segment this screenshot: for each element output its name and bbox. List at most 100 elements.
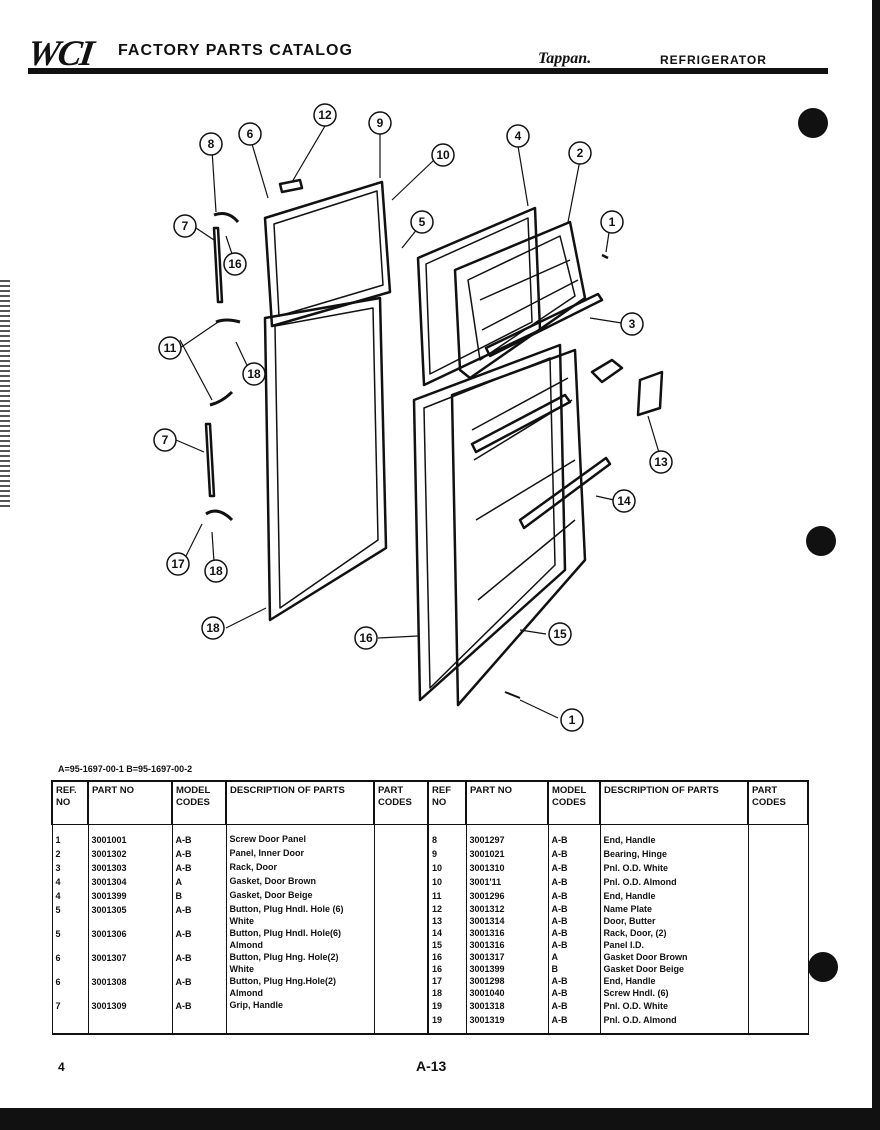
brand-logo: Tappan. xyxy=(538,50,592,67)
left-part-no: 3001304 xyxy=(87,875,173,889)
left-ref-no: 2 xyxy=(51,847,89,861)
cell-line: 3001312 xyxy=(469,904,505,914)
description-line-2: White xyxy=(229,964,255,974)
callout-15 xyxy=(548,622,572,646)
description-line-2: Almond xyxy=(229,988,264,998)
cell-line: 16 xyxy=(432,952,443,962)
page-code: A-13 xyxy=(416,1058,447,1074)
left-part-code xyxy=(373,903,429,927)
freezer-outer-panel xyxy=(263,180,392,328)
cell-line: 3001314 xyxy=(469,916,505,926)
left-ref-no: 6 xyxy=(51,975,89,999)
right-ref-no: 19 xyxy=(427,1013,467,1035)
punch-hole xyxy=(808,952,838,982)
left-ref-no: 1 xyxy=(51,824,89,847)
col-part-no: PART NO xyxy=(87,780,173,825)
callout-label: 15 xyxy=(553,627,567,641)
left-model-code: A-B xyxy=(171,975,227,999)
product-type: REFRIGERATOR xyxy=(660,53,767,67)
callout-label: 12 xyxy=(318,108,332,122)
callout-label: 18 xyxy=(206,621,220,635)
fresh-food-gasket xyxy=(412,343,567,702)
cell-line: 18 xyxy=(432,988,443,998)
left-model-code: A-B xyxy=(171,861,227,875)
callout-label: 16 xyxy=(228,257,242,271)
left-description: Button, Plug Hng. Hole(2)White xyxy=(225,951,375,975)
right-part-code xyxy=(747,903,809,927)
left-part-no: 3001305 xyxy=(87,903,173,927)
left-part-no: 3001302 xyxy=(87,847,173,861)
col-description: DESCRIPTION OF PARTS xyxy=(225,780,375,825)
cell-line: Panel I.D. xyxy=(603,940,645,950)
callout-1-bottom xyxy=(560,708,584,732)
callout-12 xyxy=(313,103,337,127)
left-part-no: 3001309 xyxy=(87,999,173,1013)
callout-label: 7 xyxy=(182,219,189,233)
cell-line: Name Plate xyxy=(603,904,653,914)
callout-6 xyxy=(238,122,262,146)
cell-line: A-B xyxy=(551,928,568,938)
right-part-code xyxy=(747,951,809,975)
left-part-code xyxy=(373,875,429,889)
name-plate xyxy=(278,178,304,194)
right-part-no: 3001021 xyxy=(465,847,549,861)
right-model-code: A-B xyxy=(547,824,601,847)
right-model-code: A-B xyxy=(547,861,601,875)
left-ref-no: 4 xyxy=(51,889,89,903)
description-line: Button, Plug Hng.Hole(2) xyxy=(229,976,336,986)
left-empty-cell xyxy=(171,1013,227,1035)
callout-10 xyxy=(431,143,455,167)
left-part-code xyxy=(373,927,429,951)
callout-5 xyxy=(410,210,434,234)
left-model-code: A-B xyxy=(171,824,227,847)
cell-line: Door, Butter xyxy=(603,916,656,926)
catalog-title: FACTORY PARTS CATALOG xyxy=(118,42,353,59)
callout-16-lower xyxy=(354,626,378,650)
left-model-code: B xyxy=(171,889,227,903)
callout-7-lower xyxy=(153,428,177,452)
left-ref-no: 5 xyxy=(51,903,89,927)
description-line: Panel, Inner Door xyxy=(229,848,305,858)
model-codes-legend: A=95-1697-00-1 B=95-1697-00-2 xyxy=(58,764,193,774)
left-part-code xyxy=(373,889,429,903)
callout-1-top xyxy=(600,210,624,234)
callout-label: 10 xyxy=(436,148,450,162)
cell-line: A-B xyxy=(551,904,568,914)
cell-line: Gasket Door Brown xyxy=(603,952,688,962)
col-ref-no-2: REF NO xyxy=(427,780,467,825)
callout-16 xyxy=(223,252,247,276)
callout-label: 1 xyxy=(609,215,616,229)
callout-13 xyxy=(649,450,673,474)
left-ref-no: 6 xyxy=(51,951,89,975)
right-part-code xyxy=(747,889,809,903)
callout-label: 5 xyxy=(419,215,426,229)
left-description: Button, Plug Hng.Hole(2) Almond xyxy=(225,975,375,999)
punch-hole xyxy=(806,526,836,556)
right-ref-no: 8 xyxy=(427,824,467,847)
left-model-code: A-B xyxy=(171,927,227,951)
freezer-handle xyxy=(212,226,224,304)
description-line: Gasket, Door Brown xyxy=(229,876,317,886)
col-description-2: DESCRIPTION OF PARTS xyxy=(599,780,749,825)
description-line: Grip, Handle xyxy=(229,1000,284,1010)
right-part-code xyxy=(747,847,809,861)
cell-line: A-B xyxy=(551,976,568,986)
left-part-no: 3001308 xyxy=(87,975,173,999)
callout-18-bottom xyxy=(201,616,225,640)
cell-line: 13 xyxy=(432,916,443,926)
left-description: Screw Door Panel xyxy=(225,824,375,847)
cell-line: 3001040 xyxy=(469,988,505,998)
callout-label: 3 xyxy=(629,317,636,331)
callout-17 xyxy=(166,552,190,576)
callout-2 xyxy=(568,141,592,165)
cell-line: End, Handle xyxy=(603,976,656,986)
description-line: Button, Plug Hndl. Hole(6) xyxy=(229,928,342,938)
